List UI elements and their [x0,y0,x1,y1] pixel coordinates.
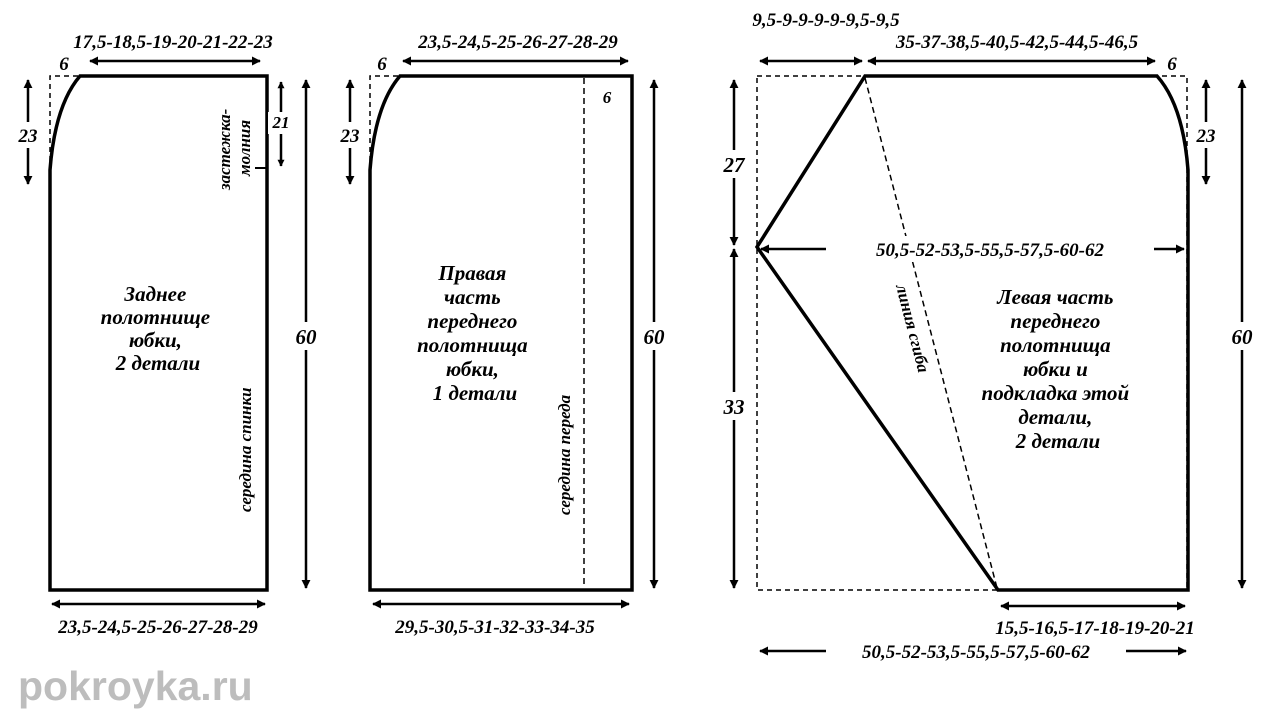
right-front-panel: 23,5-24,5-25-26-27-28-29 6 6 23 60 серед… [333,32,672,638]
back-top-width-label: 17,5-18,5-19-20-21-22-23 [73,32,272,53]
back-zip-length-label: 21 [272,113,290,132]
right-front-bottom-width-label: 29,5-30,5-31-32-33-34-35 [394,617,595,638]
back-panel-title: Заднее полотнище юбки, 2 детали [101,282,216,375]
left-front-hip-height-label: 23 [1196,126,1216,147]
left-front-fold-line [864,77,998,589]
back-zip-label: застежка- молния [215,104,254,191]
right-front-height-label: 60 [644,325,666,349]
left-front-hem-width-label: 15,5-16,5-17-18-19-20-21 [995,618,1194,639]
left-front-dart-offset-label: 6 [1167,54,1177,75]
back-panel-dart-guide [49,75,80,170]
right-front-dart-guide [369,75,400,170]
left-front-mid-width-label: 50,5-52-53,5-55,5-57,5-60-62 [876,240,1104,261]
left-front-bottom-width-label: 50,5-52-53,5-55,5-57,5-60-62 [862,642,1090,663]
left-front-panel: 9,5-9-9-9-9-9,5-9,5 35-37-38,5-40,5-42,5… [716,10,1260,663]
watermark: pokroyka.ru [18,663,253,709]
left-front-lower-height-label: 33 [723,395,745,419]
right-front-fold-offset-label: 6 [603,88,612,107]
right-front-hip-height-label: 23 [340,126,360,147]
left-front-upper-height-label: 27 [723,153,747,177]
right-front-dart-offset-label: 6 [377,54,387,75]
back-panel-outline [48,74,269,592]
right-front-top-width-label: 23,5-24,5-25-26-27-28-29 [417,32,618,53]
back-center-line-label: середина спинки [236,387,255,512]
back-dart-offset-label: 6 [59,54,69,75]
left-front-overlap-width-label: 9,5-9-9-9-9-9,5-9,5 [752,10,900,31]
right-front-title: Правая часть переднего полотнища юбки, 1… [417,261,533,405]
back-hip-height-label: 23 [18,126,38,147]
left-front-title: Левая часть переднего полотнища юбки и п… [982,285,1135,453]
right-front-center-line-label: середина переда [555,394,574,515]
right-front-outline [368,74,634,592]
left-front-top-width-label: 35-37-38,5-40,5-42,5-44,5-46,5 [895,32,1139,53]
left-front-outline [754,74,1190,592]
back-bottom-width-label: 23,5-24,5-25-26-27-28-29 [57,617,258,638]
back-panel: 17,5-18,5-19-20-21-22-23 6 23 21 застежк… [12,32,324,638]
left-front-fold-line-label: линия сгиба [892,281,933,375]
left-front-bounding-guide [756,75,1188,591]
back-height-label: 60 [296,325,318,349]
left-front-height-label: 60 [1232,325,1254,349]
